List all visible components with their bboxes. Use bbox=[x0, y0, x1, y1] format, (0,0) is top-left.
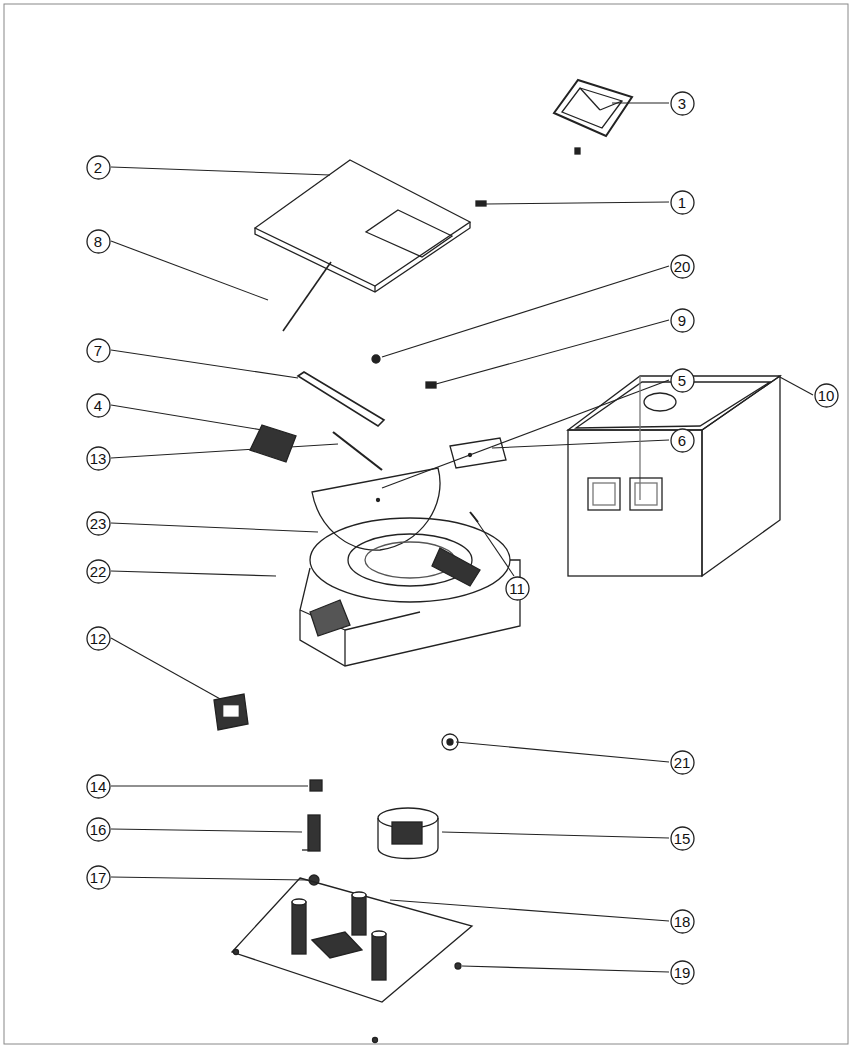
callout-ring bbox=[87, 627, 110, 650]
callout-number: 8 bbox=[86, 229, 111, 254]
callout-ring bbox=[87, 560, 110, 583]
callout-ring bbox=[87, 818, 110, 841]
callout-ring bbox=[87, 866, 110, 889]
callout-number: 18 bbox=[670, 909, 695, 934]
callout-ring bbox=[671, 255, 694, 278]
callout-number: 15 bbox=[670, 826, 695, 851]
callout-number: 7 bbox=[86, 338, 111, 363]
callout-circle: 14 bbox=[86, 774, 111, 799]
callout-number: 13 bbox=[86, 446, 111, 471]
callout-circle: 17 bbox=[86, 865, 111, 890]
callout-circle: 23 bbox=[86, 511, 111, 536]
callout-number: 19 bbox=[670, 960, 695, 985]
callout-ring bbox=[671, 191, 694, 214]
callout-circle: 7 bbox=[86, 338, 111, 363]
callout-ring bbox=[671, 369, 694, 392]
callout-circle: 19 bbox=[670, 960, 695, 985]
callout-circle: 13 bbox=[86, 446, 111, 471]
callout-circle: 20 bbox=[670, 254, 695, 279]
callout-number: 4 bbox=[86, 393, 111, 418]
callout-number: 9 bbox=[670, 308, 695, 333]
callout-ring bbox=[671, 961, 694, 984]
callout-number: 22 bbox=[86, 559, 111, 584]
callout-number: 16 bbox=[86, 817, 111, 842]
callout-circle: 3 bbox=[670, 91, 695, 116]
callout-circle: 11 bbox=[505, 576, 530, 601]
callout-number: 1 bbox=[670, 190, 695, 215]
callout-number: 17 bbox=[86, 865, 111, 890]
callout-circle: 15 bbox=[670, 826, 695, 851]
callout-ring bbox=[671, 429, 694, 452]
callout-circle: 8 bbox=[86, 229, 111, 254]
callout-ring bbox=[87, 512, 110, 535]
callout-ring bbox=[671, 92, 694, 115]
callout-circle: 16 bbox=[86, 817, 111, 842]
callout-ring bbox=[671, 309, 694, 332]
callout-number: 12 bbox=[86, 626, 111, 651]
callout-ring bbox=[87, 339, 110, 362]
callout-circle: 2 bbox=[86, 155, 111, 180]
callout-ring bbox=[671, 910, 694, 933]
callout-ring bbox=[87, 775, 110, 798]
callout-circle: 12 bbox=[86, 626, 111, 651]
callout-ring bbox=[87, 394, 110, 417]
callout-ring bbox=[87, 230, 110, 253]
callout-circle: 6 bbox=[670, 428, 695, 453]
callout-number: 11 bbox=[505, 576, 530, 601]
callout-circle: 5 bbox=[670, 368, 695, 393]
callout-ring bbox=[671, 751, 694, 774]
callout-circle: 10 bbox=[814, 383, 839, 408]
callout-number: 20 bbox=[670, 254, 695, 279]
callout-circle: 1 bbox=[670, 190, 695, 215]
callout-circle: 9 bbox=[670, 308, 695, 333]
callout-number: 5 bbox=[670, 368, 695, 393]
callout-number: 2 bbox=[86, 155, 111, 180]
callout-number: 14 bbox=[86, 774, 111, 799]
callout-ring bbox=[87, 156, 110, 179]
callout-circle: 21 bbox=[670, 750, 695, 775]
callout-ring bbox=[671, 827, 694, 850]
callout-number: 3 bbox=[670, 91, 695, 116]
callout-circle: 18 bbox=[670, 909, 695, 934]
callout-number: 21 bbox=[670, 750, 695, 775]
callout-ring bbox=[815, 384, 838, 407]
callout-number: 6 bbox=[670, 428, 695, 453]
callout-circle: 22 bbox=[86, 559, 111, 584]
callout-number: 10 bbox=[814, 383, 839, 408]
callout-circle: 4 bbox=[86, 393, 111, 418]
callout-number: 23 bbox=[86, 511, 111, 536]
callout-ring bbox=[87, 447, 110, 470]
callout-ring bbox=[506, 577, 529, 600]
